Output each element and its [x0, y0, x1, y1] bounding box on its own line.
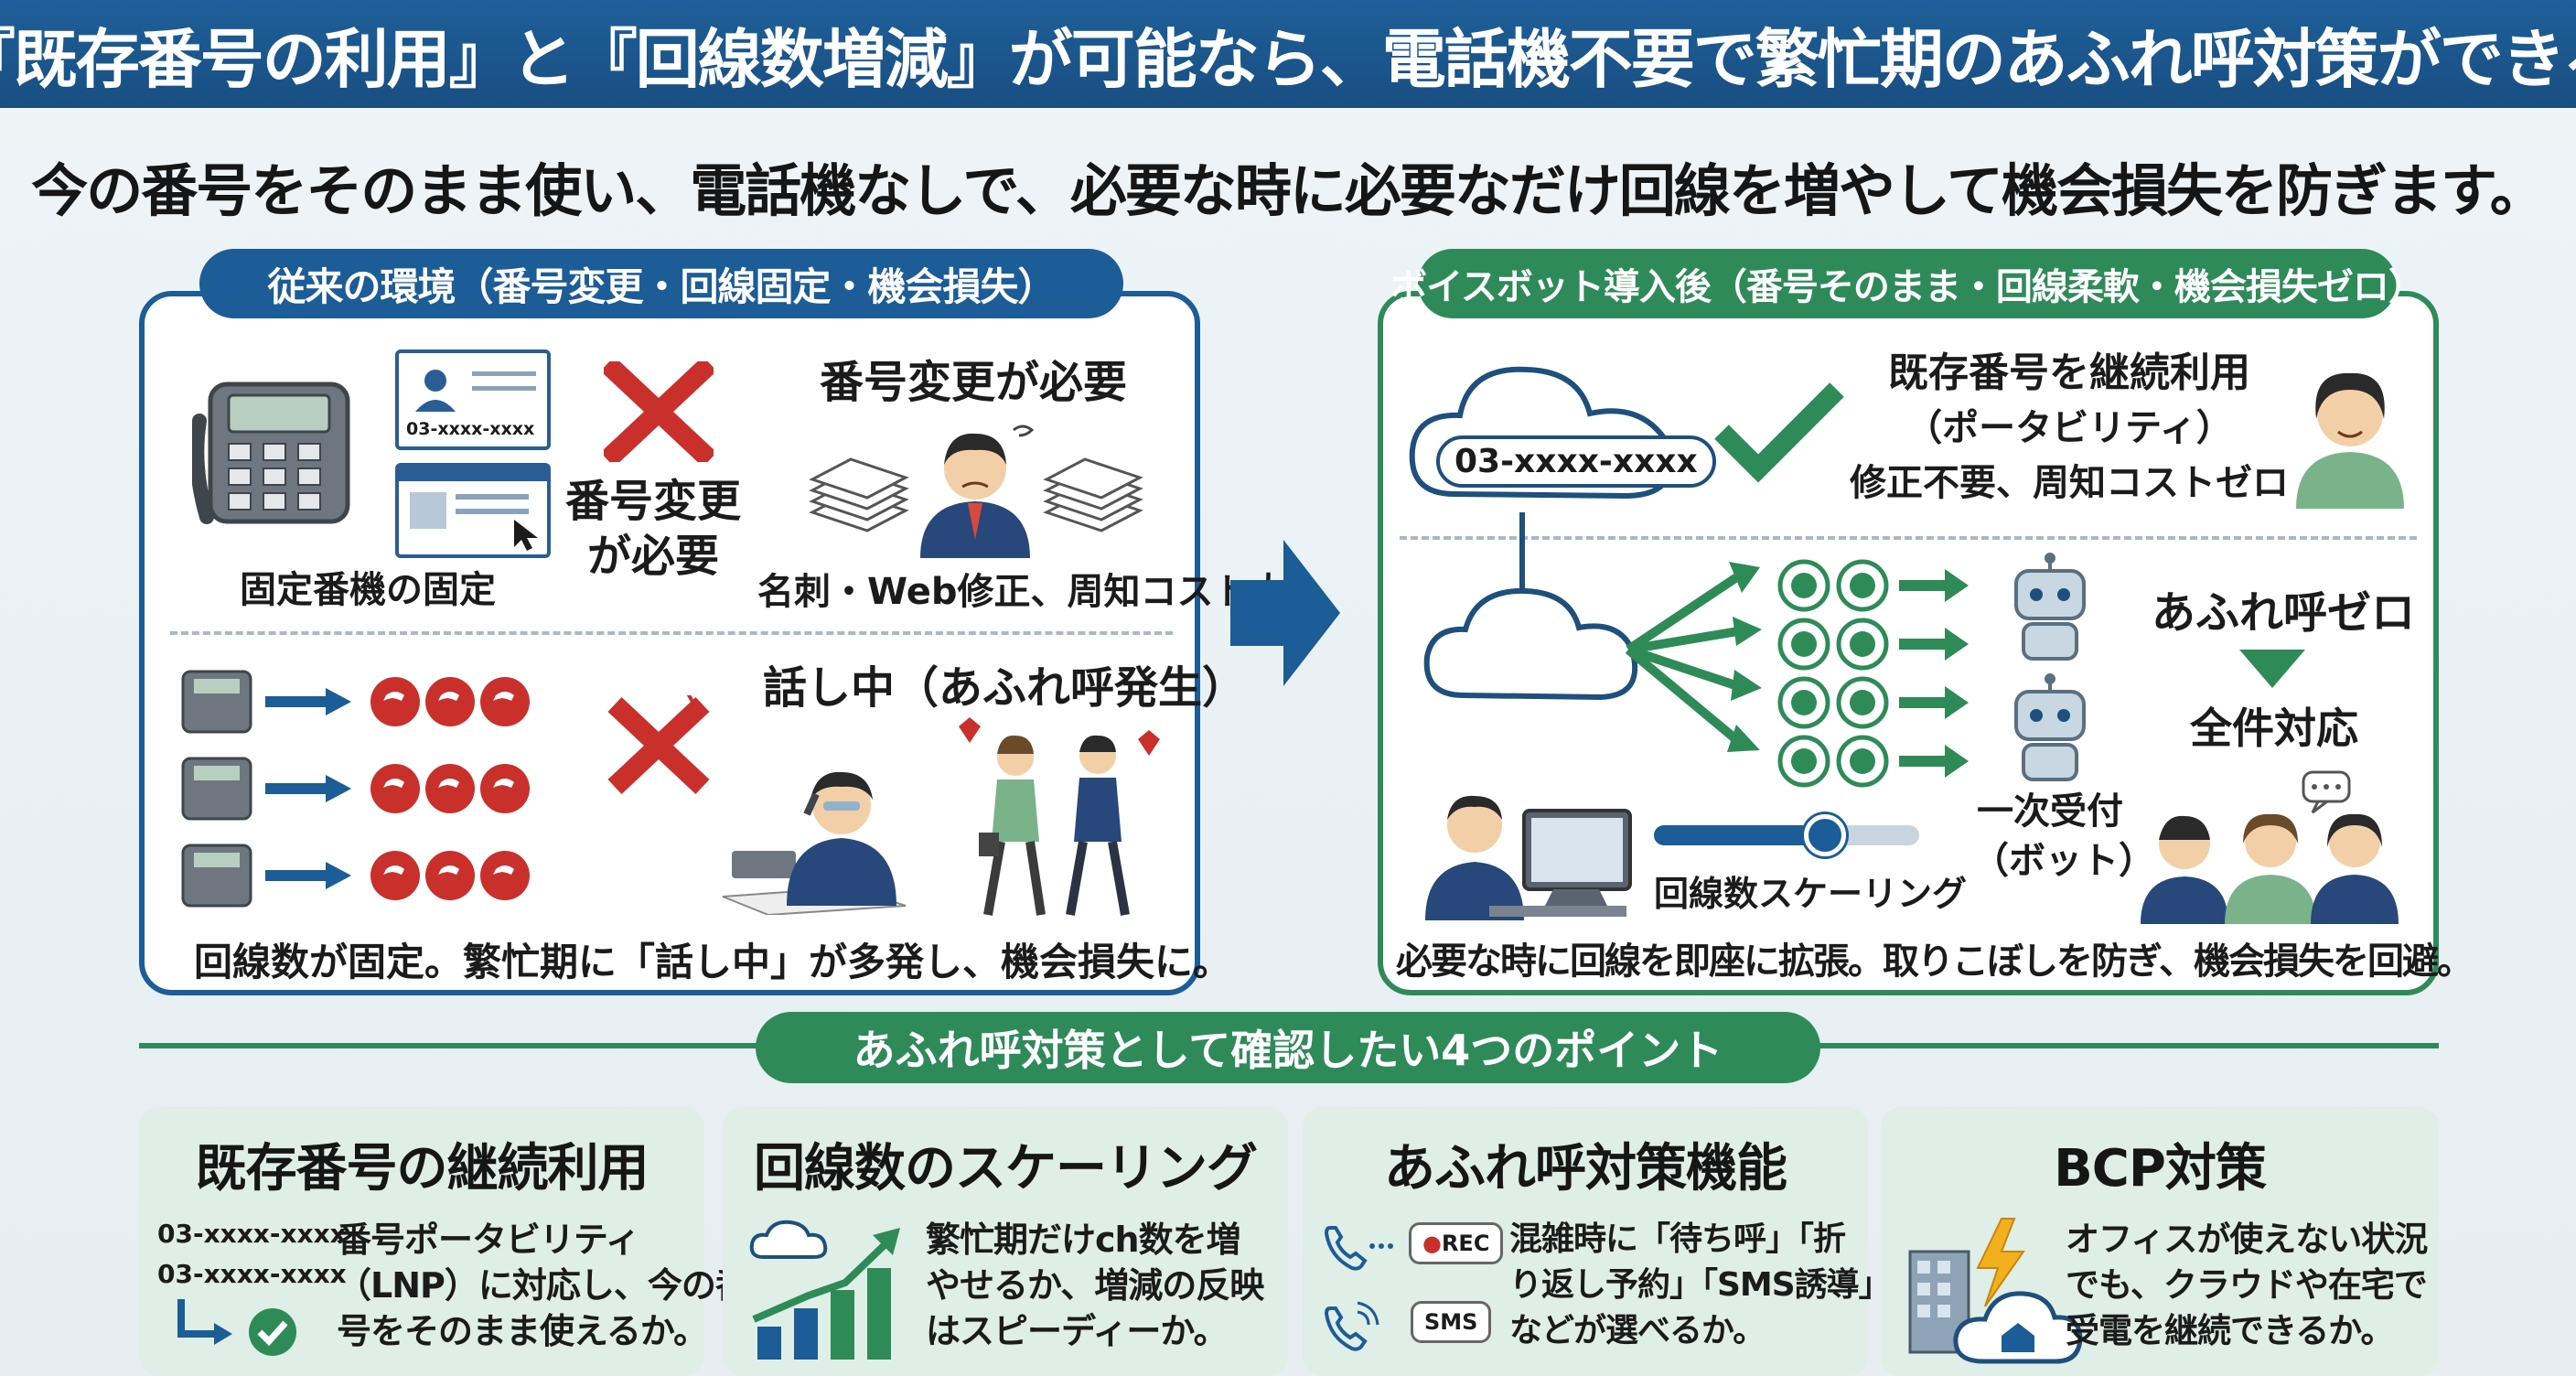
keep-number-note: 既存番号を継続利用 （ポータビリティ） 修正不要、周知コストゼロ [1850, 349, 2289, 504]
portability-check-icon [177, 1299, 296, 1356]
change-required-heading: 番号変更が必要 [820, 357, 1128, 408]
cross-icon [604, 361, 714, 462]
cost-label: 名刺・Web修正、周知コスト大 [757, 571, 1287, 613]
points-title: あふれ呼対策として確認したい4つのポイント [756, 1012, 1820, 1083]
point-card-description: 混雑時に「待ち呼」「折 り返し予約」「SMS誘導」 などが選べるか。 [1509, 1220, 1892, 1349]
scaling-slider-knob [1804, 814, 1846, 856]
triangle-down-icon [2239, 650, 2305, 688]
point-card-number: 03-xxxx-xxxx [157, 1219, 347, 1249]
check-icon [1714, 382, 1844, 483]
business-card-number: 03-xxxx-xxxx [406, 419, 535, 439]
scaling-label: 回線数スケーリング [1654, 874, 1968, 914]
after-panel-divider [1400, 536, 2417, 540]
before-caption: 回線数が固定。繁忙期に「話し中」が多発し、機会損失に。 [194, 940, 1232, 984]
transition-arrow-icon [1230, 540, 1340, 686]
robot-icon [2014, 553, 2086, 661]
page-subtitle: 今の番号をそのまま使い、電話機なしで、必要な時に必要なだけ回線を増やして機会損失… [31, 157, 2547, 224]
point-card-description: 繁忙期だけch数を増 やせるか、増減の反映 はスピーディーか。 [926, 1220, 1264, 1351]
stressed-worker-icon [722, 771, 907, 915]
phone-dots-icon [1324, 1226, 1393, 1271]
point-card-overflow-features: あふれ呼対策機能 ●REC SMS 混雑時に「待ち呼」「折 り返し予約」「SMS… [1303, 1107, 1892, 1376]
busy-heading: 話し中（あふれ呼発生） [763, 662, 1247, 714]
operator-at-computer-icon [1425, 795, 1632, 920]
scaling-slider-fill [1654, 825, 1824, 845]
happy-customers-icon [2141, 770, 2399, 924]
point-card-title: 既存番号の継続利用 [195, 1139, 649, 1199]
point-card-description: オフィスが使えない状況 でも、クラウドや在宅で 受電を継続できるか。 [2066, 1220, 2428, 1350]
no-overflow-heading: あふれ呼ゼロ [2152, 587, 2416, 639]
operator-woman-icon [2296, 372, 2404, 509]
cloud-icon [1409, 366, 1673, 500]
before-panel-divider [170, 631, 1173, 635]
page-title: 『既存番号の利用』と『回線数増減』が可能なら、電話機不要で繁忙期のあふれ呼対策が… [0, 21, 2576, 97]
point-card-bcp: BCP対策 オフィスが使えない状況 でも、クラウドや在宅で 受電を継続できるか。 [1881, 1107, 2439, 1376]
growth-chart-icon [749, 1220, 900, 1360]
point-card-number-portability: 既存番号の継続利用 03-xxxx-xxxx 03-xxxx-xxxx 番号ポー… [139, 1107, 750, 1376]
paper-stack-icon [1043, 457, 1143, 532]
point-card-title: あふれ呼対策機能 [1384, 1139, 1787, 1199]
first-reception-label: 一次受付 （ボット） [1972, 790, 2155, 882]
before-panel-title: 従来の環境（番号変更・回線固定・機会損失） [199, 249, 1123, 318]
cloud-line-network [1423, 512, 1762, 752]
busy-lines-illustration [181, 670, 530, 908]
busy-cross-icon [607, 695, 710, 795]
change-required-note: 番号変更 が必要 [565, 476, 742, 582]
all-handled-label: 全件対応 [2190, 704, 2358, 753]
business-card-icon: 03-xxxx-xxxx [395, 349, 551, 450]
worried-person-icon [920, 425, 1035, 558]
web-page-icon [395, 463, 551, 558]
green-call-channels [1777, 559, 1969, 788]
desk-phone-icon [192, 382, 350, 524]
cloud-number: 03-xxxx-xxxx [1436, 435, 1716, 488]
robot-icon [2014, 673, 2086, 781]
sms-badge: SMS [1411, 1301, 1492, 1343]
page-title-banner: 『既存番号の利用』と『回線数増減』が可能なら、電話機不要で繁忙期のあふれ呼対策が… [0, 0, 2576, 108]
point-card-number: 03-xxxx-xxxx [157, 1259, 347, 1289]
office-cloud-icon [1908, 1218, 2083, 1364]
fixed-phone-label: 固定番機の固定 [240, 569, 496, 611]
point-card-description: 番号ポータビリティ （LNP）に対応し、今の番 号をそのまま使えるか。 [337, 1220, 750, 1351]
after-panel-title: ボイスボット導入後（番号そのまま・回線柔軟・機会損失ゼロ） [1390, 249, 2425, 318]
leaving-customers-icon [959, 717, 1160, 916]
phone-callback-icon [1324, 1301, 1379, 1351]
point-card-title: BCP対策 [2054, 1139, 2267, 1199]
rec-badge: ●REC [1409, 1222, 1504, 1264]
after-caption: 必要な時に回線を即座に拡張。取りこぼしを防ぎ、機会損失を回避。 [1396, 941, 2474, 983]
point-card-title: 回線数のスケーリング [754, 1139, 1258, 1199]
paper-stack-icon [809, 457, 909, 532]
point-card-line-scaling: 回線数のスケーリング 繁忙期だけch数を増 やせるか、増減の反映 はスピーディー… [723, 1107, 1288, 1376]
